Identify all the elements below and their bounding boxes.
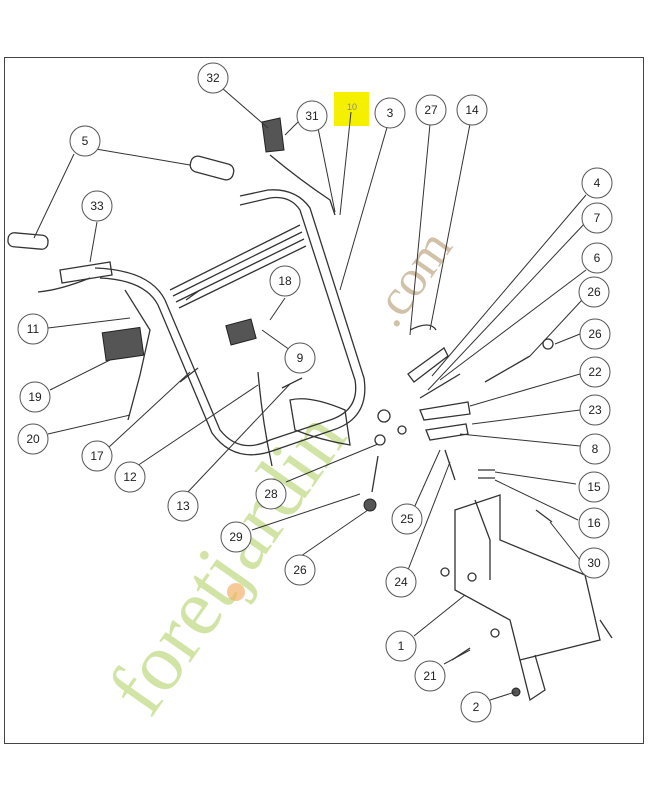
callout-21: 21 [414,660,446,692]
callout-27: 26 [578,276,610,308]
svg-text:17: 17 [90,449,104,463]
svg-text:33: 33 [90,199,104,213]
svg-text:29: 29 [229,530,243,544]
svg-text:18: 18 [278,274,292,288]
callout-19: 19 [19,381,51,413]
svg-text:9: 9 [297,351,304,365]
svg-text:30: 30 [587,556,601,570]
callout-29: 28 [255,478,287,510]
callout-25: 25 [391,503,423,535]
svg-text:11: 11 [27,322,40,336]
svg-text:21: 21 [423,669,437,683]
svg-text:16: 16 [587,516,601,530]
svg-text:24: 24 [394,575,408,589]
watermark-main: foretjardin [90,395,363,731]
svg-text:12: 12 [123,470,137,484]
svg-text:20: 20 [26,432,40,446]
callout-6: 6 [581,242,613,274]
svg-text:32: 32 [206,71,220,85]
callout-10: 10 [347,102,357,112]
svg-text:27: 27 [424,103,438,117]
callout-32: 31 [296,100,328,132]
svg-text:22: 22 [588,365,602,379]
callout-26b: 26 [284,554,316,586]
callout-24: 24 [385,566,417,598]
callout-34: 33 [81,190,113,222]
svg-text:31: 31 [305,109,319,123]
callout-26a: 26 [579,318,611,350]
callout-17: 17 [81,440,113,472]
callout-11: 11 [17,313,49,345]
callout-20: 20 [17,423,49,455]
svg-text:28: 28 [264,487,278,501]
svg-text:10: 10 [347,102,357,112]
callout-5: 5 [69,125,101,157]
svg-text:26: 26 [293,563,307,577]
svg-text:26: 26 [587,285,601,299]
callout-28: 27 [415,94,447,126]
svg-text:26: 26 [588,327,602,341]
leader-lines [33,87,587,701]
callout-14: 14 [456,94,488,126]
callout-15: 15 [578,471,610,503]
svg-text:8: 8 [592,442,599,456]
callout-33: 32 [197,62,229,94]
grips [7,117,336,250]
svg-text:13: 13 [176,499,190,513]
svg-text:14: 14 [465,103,479,117]
callout-23: 23 [579,394,611,426]
callout-2: 2 [460,691,492,723]
watermark-dot [227,583,245,601]
callout-8: 8 [579,433,611,465]
callout-31: 30 [578,547,610,579]
callout-1: 1 [385,630,417,662]
svg-text:23: 23 [588,403,602,417]
callout-13: 13 [167,490,199,522]
callout-4: 4 [581,167,613,199]
callout-16: 16 [578,507,610,539]
svg-text:2: 2 [473,700,480,714]
diagram-frame [4,57,644,744]
svg-text:5: 5 [82,134,89,148]
callout-30: 29 [220,521,252,553]
deck-plate [440,494,613,702]
svg-text:4: 4 [594,176,601,190]
callout-9: 9 [284,342,316,374]
svg-text:19: 19 [28,390,42,404]
svg-text:6: 6 [594,251,601,265]
callout-12: 12 [114,461,146,493]
svg-text:7: 7 [594,211,601,225]
callout-7: 7 [581,202,613,234]
svg-text:25: 25 [400,512,414,526]
callout-3: 3 [374,97,406,129]
callout-22: 22 [579,356,611,388]
svg-text:1: 1 [398,639,405,653]
svg-text:15: 15 [587,480,601,494]
small-parts [101,289,554,523]
callouts: 32 31 10 3 27 14 5 33 4 7 6 26 26 22 23 … [17,62,613,723]
highlight-box [334,92,369,126]
svg-text:3: 3 [387,106,394,120]
callout-18: 18 [269,265,301,297]
